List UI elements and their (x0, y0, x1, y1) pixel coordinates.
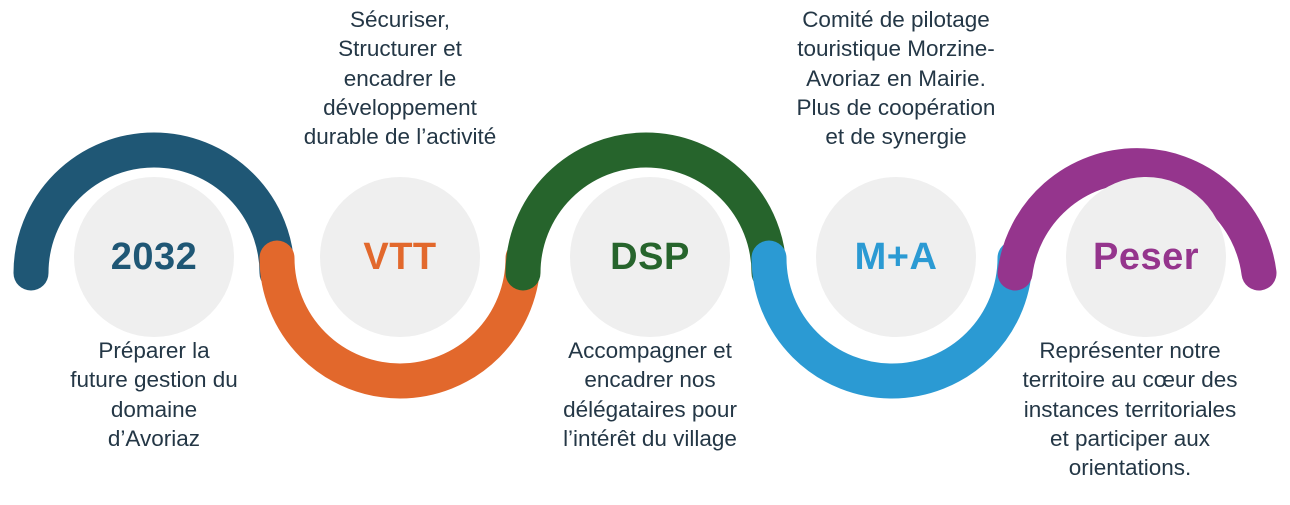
caption-vtt: Sécuriser, Structurer et encadrer le dév… (303, 7, 497, 149)
node-circle-vtt[interactable]: VTT (320, 177, 480, 337)
caption-dsp: Accompagner et encadrer nos délégataires… (563, 338, 737, 451)
node-circle-dsp[interactable]: DSP (570, 177, 730, 337)
wave-segment-2032 (13, 132, 295, 291)
node-label-dsp: DSP (610, 236, 690, 278)
node-label-2032: 2032 (110, 236, 198, 278)
caption-2032: Préparer la future gestion du domaine d’… (70, 338, 238, 451)
caption-peser: Représenter notre territoire au cœur des… (1022, 338, 1238, 480)
node-label-m-plus-a: M+A (854, 236, 938, 278)
node-circle-2032[interactable]: 2032 (74, 177, 234, 337)
wave-segment-peser (997, 148, 1277, 291)
node-circle-m-plus-a[interactable]: M+A (816, 177, 976, 337)
caption-m-plus-a: Comité de pilotage touristique Morzine- … (796, 7, 996, 149)
wave-segment-dsp (505, 132, 787, 291)
node-label-vtt: VTT (363, 236, 437, 278)
wave-segment-vtt (259, 240, 541, 399)
node-label-peser: Peser (1092, 236, 1200, 278)
node-circle-peser[interactable]: Peser (1066, 177, 1226, 337)
wave-segment-m-plus-a (751, 240, 1033, 399)
